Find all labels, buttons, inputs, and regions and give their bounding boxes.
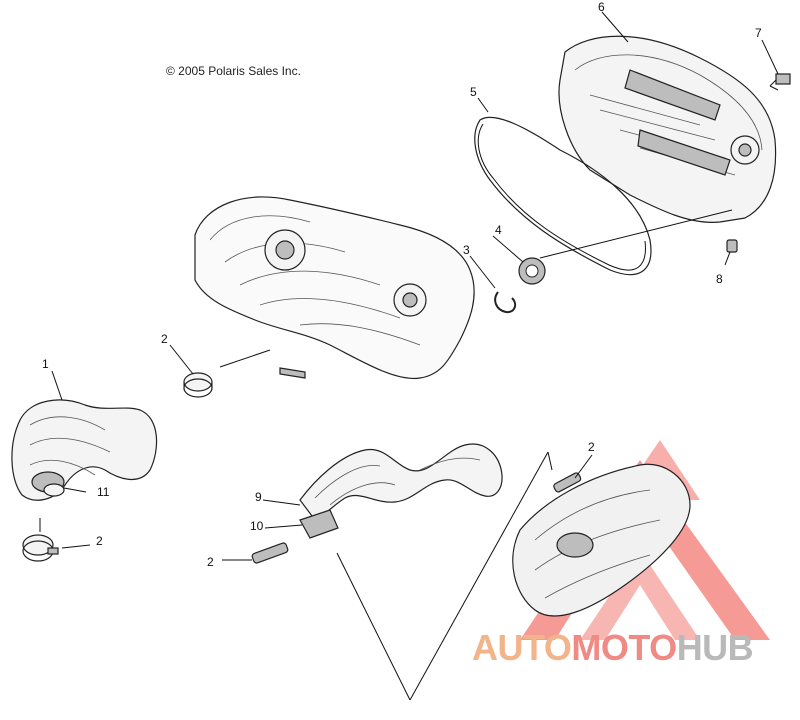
callout-7: 7	[755, 26, 762, 40]
callout-9: 9	[255, 490, 262, 504]
callout-11: 11	[97, 485, 110, 499]
duct-clamp	[43, 483, 65, 497]
leader-lines	[39, 11, 779, 701]
outlet-gasket	[299, 509, 339, 539]
callout-5: 5	[470, 85, 477, 99]
callout-3: 3	[463, 243, 470, 257]
callout-2-outlet: 2	[207, 555, 214, 569]
drain-plug	[726, 239, 738, 253]
copyright-notice: © 2005 Polaris Sales Inc.	[166, 64, 301, 78]
clutch-outer-cover	[558, 35, 777, 223]
callout-labels: 6 7 5 4 3 8 2 1 11 2 9 10 2 2	[42, 0, 762, 569]
callout-1: 1	[42, 357, 49, 371]
cover-bolt	[769, 73, 791, 91]
intake-duct	[11, 399, 158, 501]
bearing	[518, 257, 546, 285]
drive-belt	[474, 116, 652, 276]
callout-10: 10	[250, 519, 264, 533]
hose-clamp-upper	[183, 372, 213, 398]
callout-2-upper: 2	[161, 332, 168, 346]
right-assembly	[512, 463, 691, 617]
hose-clamp-lower-left	[22, 534, 59, 562]
spring-clamp-outlet	[251, 542, 289, 564]
brand-moto: MOTO	[571, 627, 677, 668]
callout-4: 4	[495, 223, 502, 237]
watermark-brand-text: AUTOMOTOHUB	[472, 627, 754, 668]
callout-2-right: 2	[588, 440, 595, 454]
brand-hub: HUB	[676, 627, 754, 668]
callout-6: 6	[598, 0, 605, 14]
clutch-inner-housing	[194, 196, 475, 380]
callout-2-lower-left: 2	[96, 534, 103, 548]
snap-ring	[494, 291, 517, 314]
brand-auto: AUTO	[472, 627, 572, 668]
outlet-duct	[299, 443, 503, 521]
callout-8: 8	[716, 272, 723, 286]
spring-clamp-right	[553, 472, 582, 493]
